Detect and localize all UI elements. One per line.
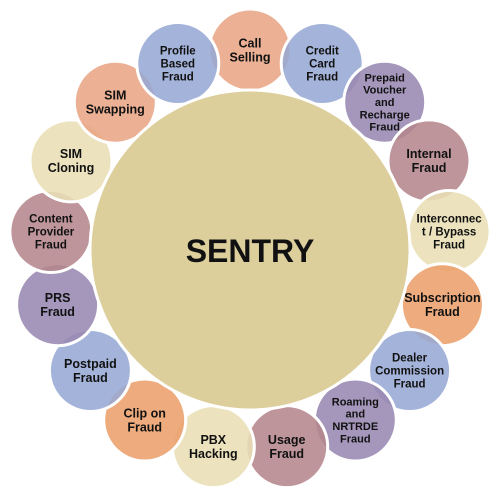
node-circle	[279, 21, 365, 106]
node-label-line: SIM	[104, 89, 126, 103]
node-label-line: t / Bypass	[422, 227, 476, 239]
node-label-line: Cloning	[48, 161, 95, 175]
node-label-line: and	[375, 97, 395, 109]
node-label-line: Fraud	[73, 371, 108, 385]
node-label-line: Interconnec	[417, 214, 483, 226]
node-label-line: Fraud	[425, 305, 460, 319]
node-label-line: Fraud	[412, 161, 447, 175]
node-circle	[367, 328, 453, 413]
node-label-line: Card	[309, 59, 335, 71]
node-label-line: Recharge	[360, 109, 410, 121]
node-label-line: Prepaid	[365, 72, 405, 84]
node-label-line: Usage	[268, 433, 306, 447]
node-circle	[135, 21, 221, 106]
node-label-line: Subscription	[404, 291, 480, 305]
node-label-line: NRTRDE	[332, 421, 378, 433]
node-label-line: Commission	[375, 366, 444, 378]
node-label-line: Hacking	[189, 447, 238, 461]
node-label-line: Fraud	[269, 447, 304, 461]
node-label-line: Based	[161, 59, 196, 71]
node-label-line: Fraud	[340, 433, 371, 445]
node-label-line: Roaming	[332, 396, 379, 408]
hub-label: SENTRY	[186, 233, 315, 269]
node-label-line: Fraud	[306, 71, 338, 83]
node-label-line: Fraud	[40, 305, 75, 319]
node-label-line: SIM	[60, 147, 82, 161]
node-circle	[342, 59, 428, 145]
node-label-line: Fraud	[369, 122, 400, 134]
node-label-line: Selling	[230, 50, 271, 64]
node-label-line: Clip on	[124, 406, 166, 420]
node-label-line: Dealer	[392, 353, 428, 365]
node-label-line: Fraud	[433, 240, 465, 252]
node-label-line: Credit	[306, 46, 339, 58]
node-label-line: Fraud	[35, 240, 67, 252]
hub: SENTRY	[88, 88, 412, 412]
node-circle	[102, 377, 188, 463]
hub-circle	[88, 88, 412, 412]
node-label-line: Fraud	[127, 420, 162, 434]
node-label-line: and	[346, 409, 366, 421]
node-label-line: PRS	[45, 291, 71, 305]
node-label-line: Swapping	[86, 103, 145, 117]
node-label-line: Postpaid	[64, 357, 117, 371]
node-label-line: Call	[239, 36, 262, 50]
node-label-line: Internal	[406, 147, 451, 161]
node-circle	[28, 118, 114, 204]
node-label-line: Content	[29, 214, 73, 226]
node-label-line: Fraud	[394, 378, 426, 390]
node-label-line: Profile	[160, 46, 196, 58]
node-circle	[72, 59, 158, 145]
node-label-line: PBX	[200, 433, 226, 447]
node-label-line: Provider	[28, 227, 75, 239]
node-label-line: Fraud	[162, 71, 194, 83]
node-label-line: Voucher	[363, 85, 407, 97]
